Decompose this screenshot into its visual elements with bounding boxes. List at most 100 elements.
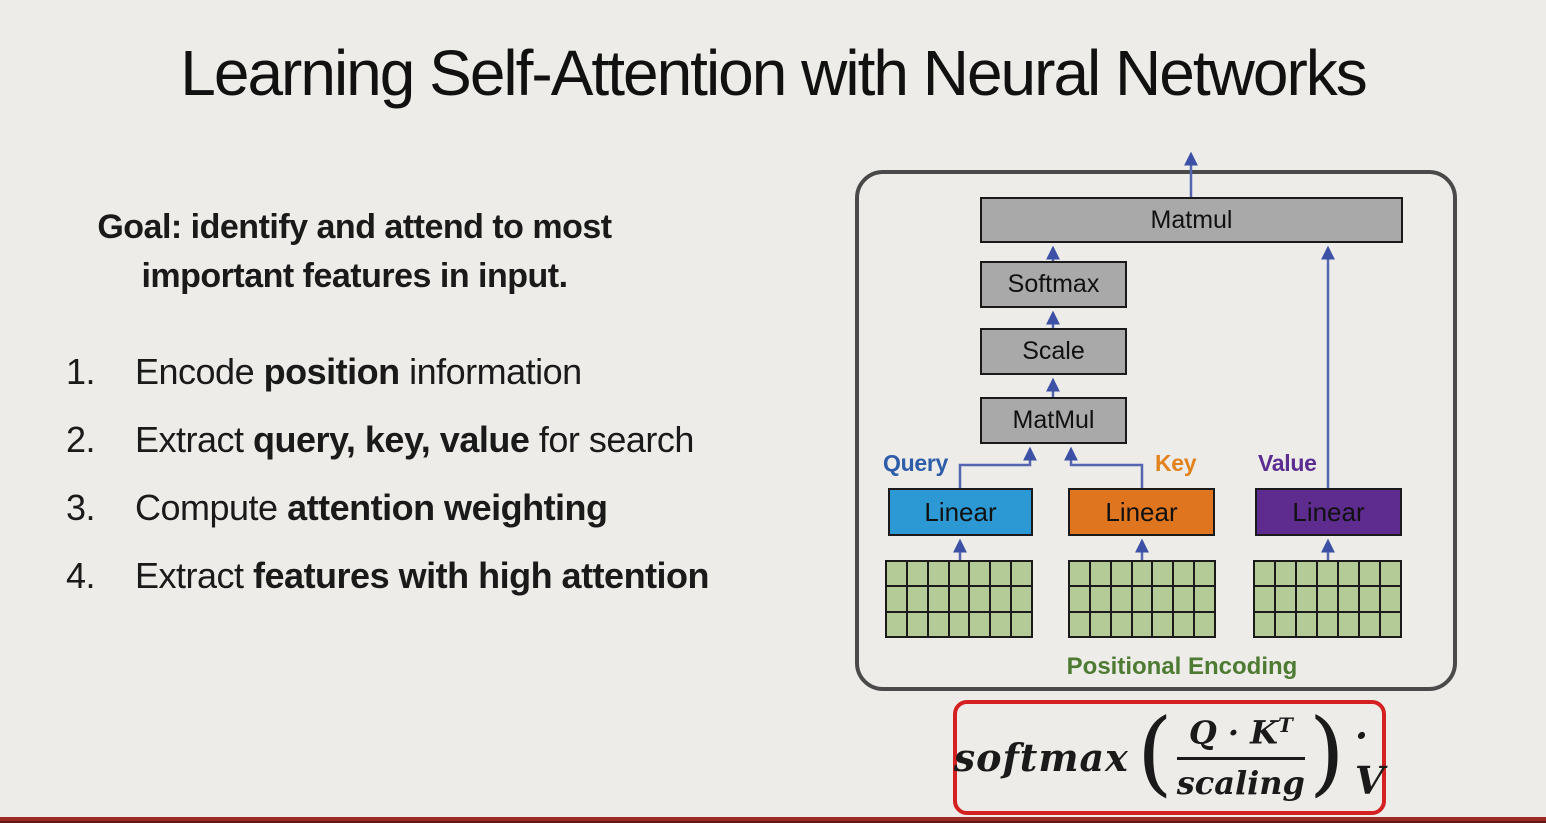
positional-encoding-grid-query — [885, 560, 1033, 638]
list-item-number: 1. — [66, 351, 96, 392]
grid-cell — [991, 612, 1011, 636]
grid-cell — [1012, 562, 1031, 586]
formula-denominator: scaling — [1176, 764, 1305, 803]
step-text-pre: Encode — [135, 351, 264, 392]
grid-cell — [1174, 587, 1194, 611]
formula-tail: · V — [1354, 712, 1386, 803]
grid-cell — [1070, 612, 1089, 636]
step-text-bold: attention weighting — [287, 487, 608, 528]
grid-cell — [991, 587, 1011, 611]
grid-cell — [1297, 587, 1316, 611]
grid-cell — [1090, 562, 1110, 586]
softmax-box: Softmax — [980, 261, 1127, 308]
grid-cell — [928, 612, 948, 636]
list-item-text: Extract features with high attention — [135, 555, 710, 596]
grid-cell — [1339, 587, 1358, 611]
step-text-post: for search — [529, 419, 695, 460]
grid-cell — [887, 562, 906, 586]
grid-cell — [1012, 612, 1031, 636]
positional-encoding-label: Positional Encoding — [1066, 653, 1298, 680]
grid-cell — [1153, 587, 1173, 611]
grid-cell — [1255, 612, 1274, 636]
linear-query-box: Linear — [888, 488, 1033, 536]
step-text-pre: Compute — [135, 487, 288, 528]
grid-cell — [1195, 587, 1214, 611]
formula-numerator: Q · KT — [1176, 712, 1305, 761]
grid-cell — [949, 612, 969, 636]
grid-cell — [970, 587, 990, 611]
value-label: Value — [1258, 450, 1317, 476]
grid-cell — [1153, 562, 1173, 586]
grid-cell — [1174, 562, 1194, 586]
matmul-qk-box: MatMul — [980, 397, 1127, 444]
list-item-text: Compute attention weighting — [135, 488, 608, 528]
linear-key-box: Linear — [1068, 488, 1215, 536]
list-item-number: 2. — [66, 419, 96, 460]
list-item: 2. Extract query, key, value for search — [66, 420, 786, 460]
grid-cell — [1318, 562, 1337, 586]
attention-formula-box: softmax ( Q · KT scaling ) · V — [953, 700, 1386, 815]
list-item-text: Encode position information — [135, 352, 582, 392]
grid-cell — [1090, 612, 1110, 636]
list-item-number: 4. — [66, 555, 96, 596]
grid-cell — [907, 562, 927, 586]
grid-cell — [1381, 587, 1400, 611]
grid-cell — [1132, 587, 1152, 611]
grid-cell — [949, 562, 969, 586]
slide-title: Learning Self-Attention with Neural Netw… — [180, 37, 1368, 109]
grid-cell — [1276, 587, 1295, 611]
step-text-bold: features with high attention — [253, 555, 710, 596]
goal-line-2: important features in input. — [141, 257, 568, 295]
grid-cell — [1318, 587, 1337, 611]
grid-cell — [1070, 587, 1089, 611]
step-text-post: information — [399, 351, 582, 392]
positional-encoding-grid-key — [1068, 560, 1216, 638]
grid-cell — [1381, 562, 1400, 586]
grid-cell — [907, 612, 927, 636]
key-label: Key — [1155, 450, 1197, 476]
grid-cell — [1255, 587, 1274, 611]
goal-text: Goal: identify and attend to most import… — [72, 203, 637, 301]
grid-cell — [1339, 612, 1358, 636]
formula-fraction: Q · KT scaling — [1177, 713, 1305, 803]
grid-cell — [1195, 562, 1214, 586]
grid-cell — [1070, 562, 1089, 586]
grid-cell — [1132, 612, 1152, 636]
formula-numerator-text: Q · K — [1188, 713, 1278, 752]
positional-encoding-grid-value — [1253, 560, 1402, 638]
grid-cell — [1195, 612, 1214, 636]
grid-cell — [1339, 562, 1358, 586]
grid-cell — [1012, 587, 1031, 611]
grid-cell — [970, 612, 990, 636]
grid-cell — [1360, 587, 1379, 611]
grid-cell — [1153, 612, 1173, 636]
grid-cell — [1381, 612, 1400, 636]
list-item: 1. Encode position information — [66, 352, 786, 392]
grid-cell — [928, 562, 948, 586]
list-item: 4. Extract features with high attention — [66, 556, 786, 596]
grid-cell — [949, 587, 969, 611]
scale-box: Scale — [980, 328, 1127, 375]
grid-cell — [991, 562, 1011, 586]
matmul-output-box: Matmul — [980, 197, 1403, 243]
grid-cell — [907, 587, 927, 611]
list-item-text: Extract query, key, value for search — [135, 420, 694, 460]
step-text-bold: query, key, value — [253, 419, 530, 460]
list-item-number: 3. — [66, 487, 96, 528]
attention-diagram-frame — [855, 170, 1457, 691]
grid-cell — [1276, 562, 1295, 586]
video-progress-bar — [0, 817, 1546, 823]
grid-cell — [1276, 612, 1295, 636]
linear-value-box: Linear — [1255, 488, 1402, 536]
grid-cell — [1360, 612, 1379, 636]
grid-cell — [1318, 612, 1337, 636]
formula-numerator-sup: T — [1277, 712, 1293, 737]
grid-cell — [1132, 562, 1152, 586]
grid-cell — [1297, 562, 1316, 586]
query-label: Query — [883, 450, 948, 476]
grid-cell — [1174, 612, 1194, 636]
grid-cell — [1111, 587, 1131, 611]
steps-list: 1. Encode position information 2. Extrac… — [66, 352, 786, 624]
grid-cell — [928, 587, 948, 611]
